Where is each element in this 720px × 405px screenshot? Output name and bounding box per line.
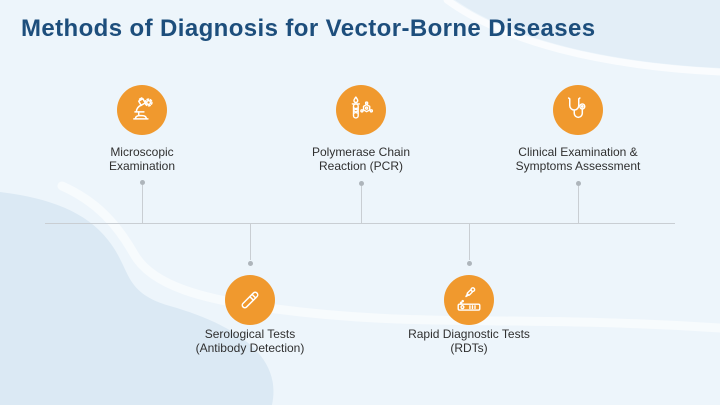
connector-line (577, 186, 579, 223)
connector-dot (247, 260, 253, 266)
microscope-icon (117, 85, 167, 135)
item-label-line1: Microscopic (110, 145, 174, 159)
item-label: Microscopic Examination (42, 145, 242, 173)
test-vial-icon (225, 275, 275, 325)
item-label-line2: (RDTs) (450, 341, 488, 355)
dropper-cassette-icon (444, 275, 494, 325)
item-label-line1: Serological Tests (204, 327, 296, 341)
item-label: Clinical Examination & Symptoms Assessme… (478, 145, 678, 173)
connector-dot (139, 179, 145, 185)
item-label: Rapid Diagnostic Tests (RDTs) (369, 327, 569, 355)
connector-line (360, 186, 362, 223)
connector-dot (575, 180, 581, 186)
connector-dot (466, 260, 472, 266)
tube-molecule-icon (336, 85, 386, 135)
connector-dot (358, 180, 364, 186)
item-label: Polymerase Chain Reaction (PCR) (261, 145, 461, 173)
item-label-line2: Reaction (PCR) (318, 159, 404, 173)
connector-line (249, 224, 251, 260)
stethoscope-icon (553, 85, 603, 135)
connector-line (468, 224, 470, 260)
page-title: Methods of Diagnosis for Vector-Borne Di… (21, 15, 596, 42)
item-label-line1: Clinical Examination & (518, 145, 638, 159)
item-label: Serological Tests (Antibody Detection) (150, 327, 350, 355)
item-label-line1: Polymerase Chain (311, 145, 411, 159)
connector-line (141, 185, 143, 223)
item-label-line2: Symptoms Assessment (515, 159, 641, 173)
item-label-line2: (Antibody Detection) (195, 341, 305, 355)
item-label-line2: Examination (108, 159, 176, 173)
timeline-line (45, 223, 675, 224)
item-label-line1: Rapid Diagnostic Tests (408, 327, 530, 341)
